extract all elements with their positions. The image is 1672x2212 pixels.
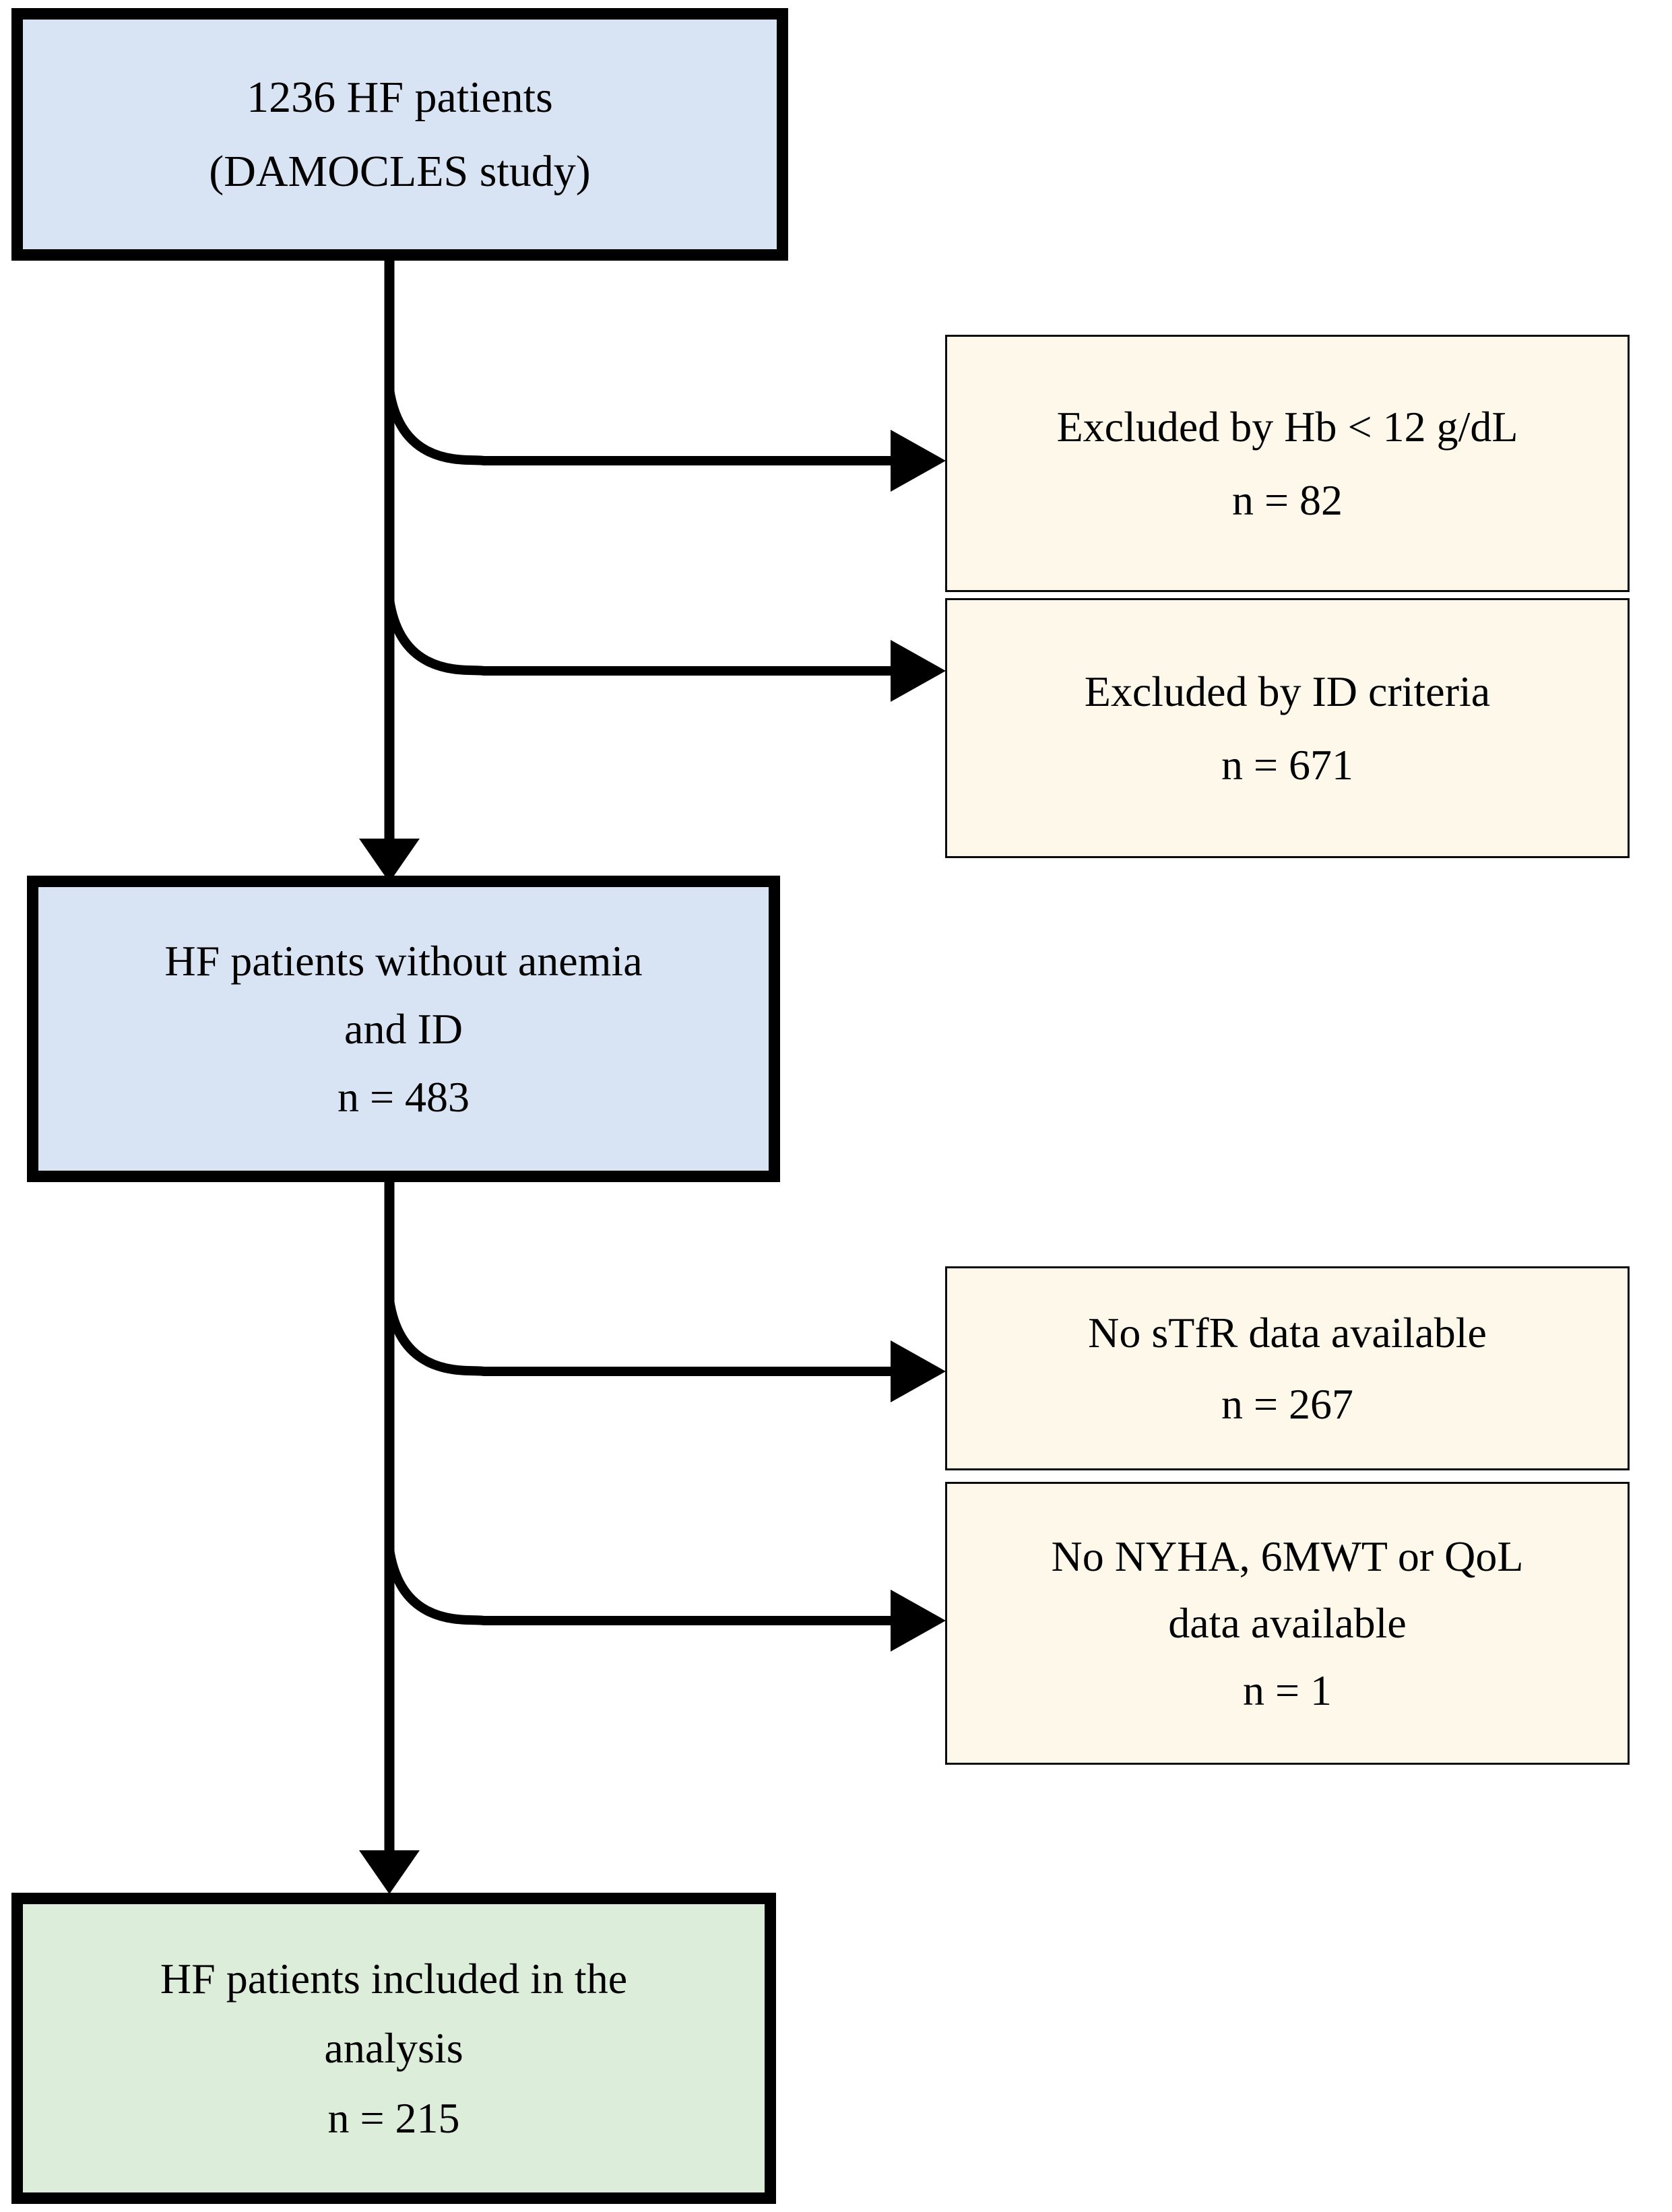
node-excluded-hb-line-1: Excluded by Hb < 12 g/dL (1056, 402, 1518, 451)
node-without-anemia-id: HF patients without anemia and ID n = 48… (27, 876, 780, 1182)
node-excluded-id-line-1: Excluded by ID criteria (1084, 667, 1491, 715)
node-excluded-id-line-2: n = 671 (1221, 741, 1354, 789)
node-without-anemia-id-line-1: HF patients without anemia (164, 936, 643, 985)
node-no-stfr-line-1: No sTfR data available (1088, 1309, 1487, 1357)
edge-cohort2-to-nyha-arrowhead (891, 1590, 946, 1652)
node-without-anemia-id-line-3: n = 483 (337, 1073, 470, 1121)
node-no-nyha-6mwt-qol: No NYHA, 6MWT or QoL data available n = … (945, 1482, 1630, 1765)
edge-cohort2-to-included-arrowhead (359, 1850, 420, 1894)
node-no-stfr-line-2: n = 267 (1221, 1379, 1354, 1428)
node-no-nyha-6mwt-qol-line-2: data available (1168, 1599, 1407, 1648)
node-source-cohort: 1236 HF patients (DAMOCLES study) (11, 8, 788, 261)
edge-source-to-hb-arrowhead (891, 430, 946, 492)
node-source-cohort-line-1: 1236 HF patients (247, 73, 553, 123)
node-excluded-hb: Excluded by Hb < 12 g/dL n = 82 (945, 335, 1630, 592)
edge-source-to-id-line (385, 598, 903, 676)
node-excluded-id: Excluded by ID criteria n = 671 (945, 598, 1630, 858)
node-no-nyha-6mwt-qol-line-3: n = 1 (1242, 1666, 1332, 1714)
node-source-cohort-line-2: (DAMOCLES study) (209, 146, 591, 196)
edge-source-to-hb-line (385, 388, 903, 465)
edge-cohort2-to-stfr-arrowhead (891, 1340, 946, 1402)
node-included-analysis-line-1: HF patients included in the (160, 1955, 628, 2003)
node-no-nyha-6mwt-qol-line-1: No NYHA, 6MWT or QoL (1051, 1532, 1524, 1581)
node-included-analysis-line-2: analysis (324, 2024, 463, 2073)
node-without-anemia-id-line-2: and ID (344, 1004, 463, 1053)
edge-cohort2-to-stfr-line (385, 1299, 903, 1376)
node-no-stfr: No sTfR data available n = 267 (945, 1266, 1630, 1470)
edge-source-to-id-arrowhead (891, 640, 946, 702)
edge-cohort2-to-nyha-line (385, 1548, 903, 1625)
node-excluded-hb-line-2: n = 82 (1231, 476, 1343, 524)
node-included-analysis: HF patients included in the analysis n =… (11, 1893, 776, 2204)
node-included-analysis-line-3: n = 215 (327, 2093, 460, 2142)
